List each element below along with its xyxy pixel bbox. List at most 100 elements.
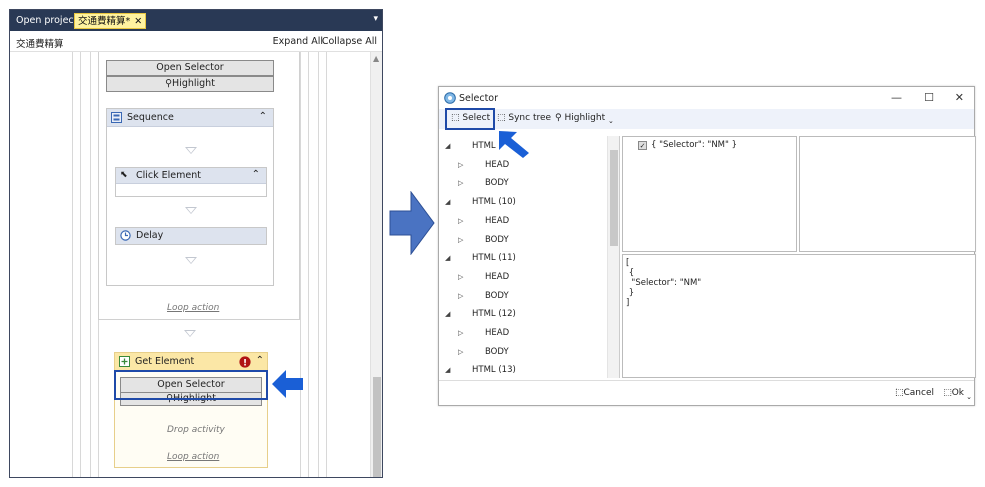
designer-header: 交通費精算 Expand All Collapse All	[10, 31, 382, 52]
tree-node-label: HEAD	[485, 215, 510, 226]
tree-node[interactable]: ▷HEAD	[439, 325, 604, 341]
highlight-toolbar-button[interactable]: ⚲ Highlight	[555, 113, 605, 123]
tree-scrollbar-thumb[interactable]	[610, 150, 618, 246]
selector-json-editor[interactable]: [ { "Selector": "NM" } ]	[622, 254, 976, 378]
collapse-chevron-icon[interactable]: ⌃	[251, 169, 260, 180]
tree-scrollbar[interactable]	[607, 136, 619, 378]
expand-triangle-icon[interactable]: ▷	[458, 235, 464, 244]
sync-tree-button[interactable]: ⬚ Sync tree	[497, 113, 551, 123]
drop-arrow-icon	[184, 330, 196, 337]
collapse-chevron-icon[interactable]: ⌃	[258, 111, 267, 122]
element-tree: ◢HTML ▷ HEAD ▷ BODY ◢HTML (10) ▷ HEAD ▷ BODY ◢ HTML…	[439, 136, 620, 378]
pointer-arrow-up-left-icon	[499, 131, 529, 158]
select-icon: ⬚	[451, 113, 460, 123]
maximize-icon[interactable]: ☐	[924, 91, 934, 104]
guide-line	[326, 52, 327, 477]
attribute-checkbox[interactable]: ✓	[638, 141, 647, 150]
drop-arrow-icon	[185, 207, 197, 214]
highlight-button-top[interactable]: ⚲Highlight	[106, 76, 274, 92]
close-icon[interactable]: ✕	[954, 91, 964, 104]
selector-app-icon	[444, 92, 456, 104]
tree-node[interactable]: ▷ HEAD	[439, 157, 604, 173]
designer-scrollbar[interactable]: ▲	[370, 52, 382, 477]
select-highlight-frame	[445, 108, 495, 130]
tree-node-label: HEAD	[485, 159, 510, 170]
scroll-up-icon[interactable]: ▲	[373, 54, 380, 63]
ok-button[interactable]: ⬚Ok	[943, 388, 964, 398]
tree-node[interactable]: ◢ HTML (13)	[439, 362, 604, 378]
tree-node[interactable]: ▷ BODY	[439, 288, 604, 304]
collapse-chevron-icon[interactable]: ⌃	[255, 355, 264, 366]
tree-node[interactable]: ◢HTML (10)	[439, 194, 604, 210]
guide-line	[80, 52, 81, 477]
sequence-title: Sequence	[127, 112, 174, 123]
toolbar-overflow-icon[interactable]: ⌄	[608, 117, 614, 125]
expand-triangle-icon[interactable]: ▷	[458, 160, 464, 169]
collapse-triangle-icon[interactable]: ◢	[445, 366, 451, 375]
collapse-all-link[interactable]: Collapse All	[321, 36, 377, 47]
tree-node[interactable]: ▷ HEAD	[439, 213, 604, 229]
expand-triangle-icon[interactable]: ▷	[458, 272, 464, 281]
select-button[interactable]: ⬚ Select	[451, 113, 490, 123]
selector-json-text: [ { "Selector": "NM" } ]	[626, 258, 702, 308]
guide-line	[308, 52, 309, 477]
click-element-activity[interactable]: ⬉ Click Element ⌃	[115, 167, 267, 197]
tree-node-label: HTML (13)	[472, 365, 516, 376]
ok-icon: ⬚	[943, 388, 952, 398]
tab-active-label: 交通費精算*	[78, 16, 131, 27]
expand-triangle-icon[interactable]: ▷	[458, 216, 464, 225]
guide-line	[72, 52, 73, 477]
loop-action-link[interactable]: Loop action	[167, 452, 220, 462]
get-element-icon	[119, 356, 130, 367]
get-element-title: Get Element	[135, 356, 195, 367]
tab-open-project[interactable]: Open project	[16, 15, 78, 26]
tree-node[interactable]: ▷BODY	[439, 175, 604, 191]
collapse-triangle-icon[interactable]: ◢	[445, 310, 451, 319]
pointer-arrow-left-icon	[272, 370, 303, 398]
footer-overflow-icon[interactable]: ⌄	[966, 393, 972, 401]
collapse-triangle-icon[interactable]: ◢	[445, 254, 451, 263]
sequence-activity[interactable]: Sequence ⌃ ⬉ Click Element ⌃ Delay	[106, 108, 274, 286]
expand-all-link[interactable]: Expand All	[272, 36, 323, 47]
tab-menu-icon[interactable]: ▾	[373, 14, 378, 24]
open-selector-button-top[interactable]: Open Selector	[106, 60, 274, 76]
scrollbar-thumb[interactable]	[373, 377, 381, 477]
tree-node[interactable]: ▷ BODY	[439, 232, 604, 248]
tree-node[interactable]: ◢ HTML (11)	[439, 250, 604, 266]
tree-node-label: BODY	[485, 290, 509, 301]
workflow-title: 交通費精算	[16, 39, 64, 50]
minimize-icon[interactable]: —	[891, 91, 902, 104]
click-element-header: ⬉ Click Element ⌃	[116, 168, 266, 184]
tree-node[interactable]: ◢HTML	[439, 138, 604, 154]
selector-window-title: Selector	[459, 93, 499, 104]
expand-triangle-icon[interactable]: ▷	[458, 347, 464, 356]
tree-node-label: BODY	[485, 234, 509, 245]
get-element-header: Get Element ! ⌃	[115, 353, 267, 371]
close-icon[interactable]: ✕	[134, 16, 143, 27]
collapse-triangle-icon[interactable]: ◢	[445, 142, 451, 150]
collapse-triangle-icon[interactable]: ◢	[445, 198, 451, 207]
tree-node[interactable]: ▷ HEAD	[439, 269, 604, 285]
search-icon: ⚲	[165, 78, 173, 89]
expand-triangle-icon[interactable]: ▷	[458, 329, 464, 337]
tree-node[interactable]: ▷BODY	[439, 344, 604, 360]
error-badge-text: !	[243, 358, 247, 368]
cursor-icon: ⬉	[120, 170, 128, 180]
search-icon: ⚲	[555, 113, 562, 123]
delay-header: Delay	[116, 228, 266, 244]
cancel-label: Cancel	[903, 388, 935, 398]
tree-node[interactable]: ◢ HTML (12)	[439, 306, 604, 322]
loop-action-link[interactable]: Loop action	[167, 303, 220, 313]
tree-node-label: HEAD	[485, 271, 510, 282]
cancel-button[interactable]: ⬚Cancel	[895, 388, 934, 398]
expand-triangle-icon[interactable]: ▷	[458, 179, 464, 188]
tree-node-label: HTML (12)	[472, 309, 516, 320]
error-icon[interactable]: !	[239, 356, 251, 368]
delay-activity[interactable]: Delay	[115, 227, 267, 245]
properties-pane	[799, 136, 976, 252]
expand-triangle-icon[interactable]: ▷	[458, 291, 464, 300]
tree-node-label: HTML (11)	[472, 253, 516, 264]
open-selector-highlight-frame	[114, 370, 268, 400]
guide-line	[318, 52, 319, 477]
tab-active-workflow[interactable]: 交通費精算*✕	[74, 13, 147, 29]
